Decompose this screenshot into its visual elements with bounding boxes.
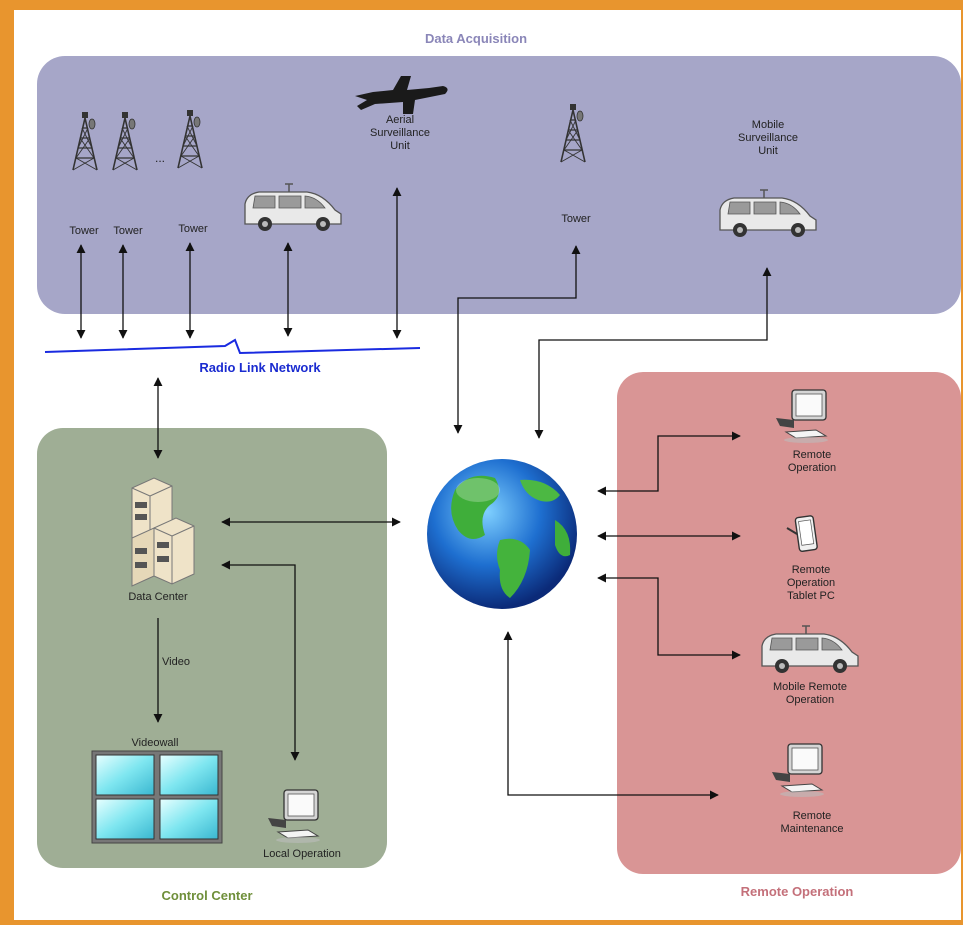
tablet-label-3: Tablet PC (787, 590, 835, 602)
maintenance-label-2: Maintenance (781, 823, 844, 835)
aerial-label-2: Surveillance (370, 127, 430, 139)
mobile-remote-label-1: Mobile Remote (773, 681, 847, 693)
link-arrow (503, 631, 719, 800)
tower-2-label: Tower (113, 225, 143, 237)
remote-operation-label-2: Operation (788, 462, 836, 474)
mobile-remote-label-2: Operation (786, 694, 834, 706)
tower-1-label: Tower (69, 225, 99, 237)
videowall-label: Videowall (132, 737, 179, 749)
data-center-label: Data Center (128, 591, 188, 603)
tower-ellipsis: ... (155, 151, 165, 165)
tablet-label-2: Operation (787, 577, 835, 589)
video-label: Video (162, 656, 190, 668)
tablet-label-1: Remote (792, 564, 831, 576)
tablet-icon (786, 515, 818, 552)
link-arrow (221, 560, 300, 761)
aerial-label-3: Unit (390, 140, 410, 152)
aerial-label-1: Aerial (386, 114, 414, 126)
remote-operation-title: Remote Operation (741, 884, 854, 899)
globe-icon (427, 459, 577, 609)
remote-operation-label-1: Remote (793, 449, 832, 461)
remote-operation-region (617, 372, 961, 874)
radio-link-line (44, 338, 421, 355)
data-acquisition-region (37, 56, 961, 314)
mobile-label-2: Surveillance (738, 132, 798, 144)
maintenance-label-1: Remote (793, 810, 832, 822)
link-arrow (597, 431, 741, 496)
radio-link-label: Radio Link Network (199, 360, 321, 375)
server-icon (131, 477, 195, 587)
link-arrow (534, 267, 772, 439)
tower-4-label: Tower (561, 213, 591, 225)
tower-3-label: Tower (178, 223, 208, 235)
mobile-label-3: Unit (758, 145, 778, 157)
control-center-title: Control Center (162, 888, 253, 903)
videowall-icon (91, 750, 223, 844)
data-acquisition-title: Data Acquisition (425, 31, 527, 46)
airplane-icon (355, 76, 448, 114)
local-operation-label: Local Operation (263, 848, 341, 860)
mobile-label-1: Mobile (752, 119, 784, 131)
